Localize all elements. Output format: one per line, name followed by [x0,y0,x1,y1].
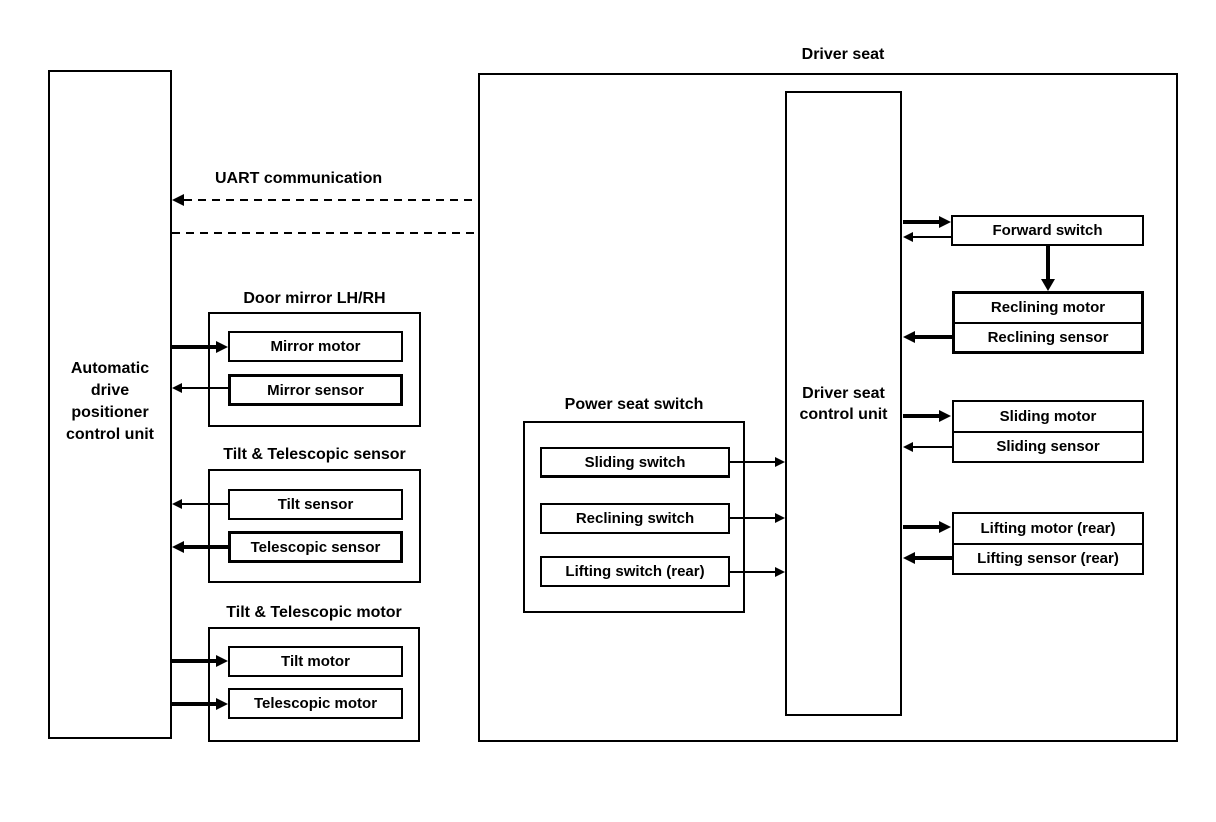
arrow-sliding-sensor-head [903,442,913,452]
automatic-drive-positioner-box [48,70,172,739]
driver-seat-control-unit-box [785,91,902,716]
arrow-lifting-sensor-head [903,552,915,564]
telescopic-sensor-box: Telescopic sensor [228,531,403,563]
reclining-unit-box: Reclining motor Reclining sensor [952,291,1144,354]
door-mirror-title: Door mirror LH/RH [243,290,386,307]
arrow-telescopic-motor-head [216,698,228,710]
lifting-unit-box: Lifting motor (rear) Lifting sensor (rea… [952,512,1144,575]
arrow-lifting-motor-head [939,521,951,533]
tilt-telescopic-motor-title: Tilt & Telescopic motor [226,604,402,621]
power-seat-switch-title: Power seat switch [564,396,704,413]
sliding-sensor-cell: Sliding sensor [996,438,1100,456]
arrow-forward-to-reclining-head [1041,279,1055,291]
sliding-unit-box: Sliding motor Sliding sensor [952,400,1144,463]
arrow-sliding-sensor-line [913,446,952,448]
arrow-telescopic-sensor-head [172,541,184,553]
automatic-drive-positioner-label: Automatic drive positioner control unit [52,358,168,446]
arrow-from-forward-switch-head [903,232,913,242]
arrow-reclining-switch-head [775,513,785,523]
sliding-motor-cell: Sliding motor [954,402,1142,433]
arrow-mirror-sensor-line [182,387,228,389]
driver-seat-title: Driver seat [801,46,885,63]
arrow-sliding-motor-head [939,410,951,422]
arrow-lifting-motor-line [903,525,939,529]
arrow-tilt-motor-head [216,655,228,667]
tilt-telescopic-sensor-title: Tilt & Telescopic sensor [223,446,406,463]
arrow-forward-to-reclining-line [1046,246,1050,279]
arrow-lifting-sensor-line [915,556,952,560]
tilt-telescopic-motor-box [208,627,420,742]
arrow-reclining-sensor-head [903,331,915,343]
arrow-from-forward-switch-line [913,236,951,238]
arrow-sliding-motor-line [903,414,939,418]
arrow-mirror-sensor-head [172,383,182,393]
forward-switch-box: Forward switch [951,215,1144,246]
arrow-reclining-switch-line [728,517,775,519]
arrow-lifting-switch-head [775,567,785,577]
lifting-motor-cell: Lifting motor (rear) [954,514,1142,545]
reclining-motor-cell: Reclining motor [955,294,1141,324]
tilt-telescopic-sensor-box [208,469,421,583]
arrow-tilt-sensor-line [182,503,228,505]
tilt-sensor-box: Tilt sensor [228,489,403,520]
uart-dashed-line-to-seat-unit [172,232,773,234]
arrow-telescopic-sensor-line [184,545,228,549]
uart-communication-label: UART communication [215,170,383,187]
tilt-motor-box: Tilt motor [228,646,403,677]
arrow-mirror-motor-line [172,345,216,349]
arrow-sliding-switch-line [728,461,775,463]
mirror-motor-box: Mirror motor [228,331,403,362]
arrow-tilt-sensor-head [172,499,182,509]
arrow-sliding-switch-head [775,457,785,467]
lifting-switch-box: Lifting switch (rear) [540,556,730,587]
driver-seat-control-unit-label: Driver seat control unit [799,385,888,423]
lifting-sensor-cell: Lifting sensor (rear) [977,550,1119,568]
reclining-sensor-cell: Reclining sensor [987,328,1109,346]
uart-arrowhead-to-positioner [172,194,184,206]
door-mirror-box [208,312,421,427]
reclining-switch-box: Reclining switch [540,503,730,534]
mirror-sensor-box: Mirror sensor [228,374,403,406]
arrow-tilt-motor-line [172,659,216,663]
arrow-to-forward-switch-head [939,216,951,228]
arrow-reclining-sensor-line [915,335,952,339]
telescopic-motor-box: Telescopic motor [228,688,403,719]
arrow-mirror-motor-head [216,341,228,353]
arrow-lifting-switch-line [728,571,775,573]
arrow-telescopic-motor-line [172,702,216,706]
automatic-drive-positioner-label-text: Automatic drive positioner control unit [66,360,154,443]
arrow-to-forward-switch-line [903,220,939,224]
sliding-switch-box: Sliding switch [540,447,730,478]
